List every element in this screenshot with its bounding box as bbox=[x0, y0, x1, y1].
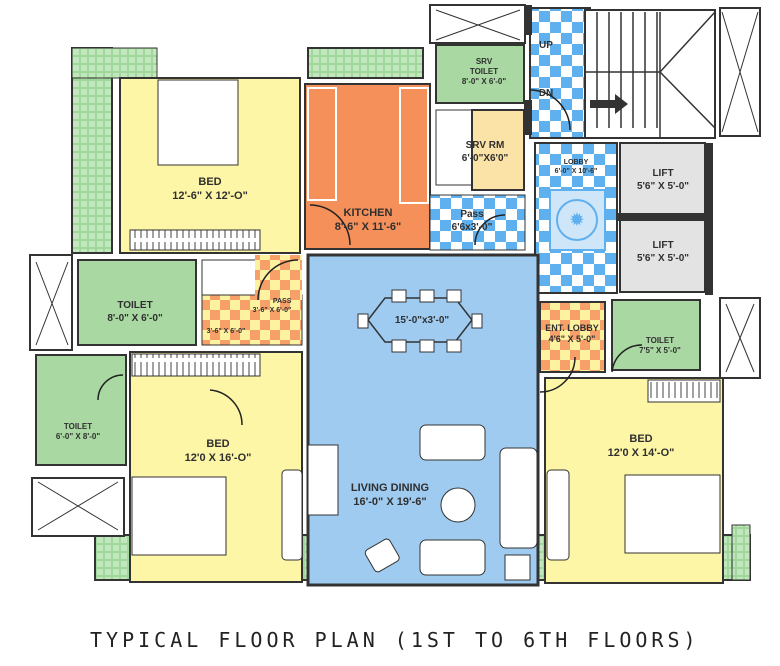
room-dimensions: 8'-0" X 6'-0" bbox=[107, 312, 163, 324]
balcony-bottom-right bbox=[731, 524, 751, 581]
label-lift-1: LIFT 5'6" X 5'-0" bbox=[637, 168, 689, 193]
room-dimensions: 12'-6" X 12'-O" bbox=[172, 189, 248, 202]
balcony-kitchen bbox=[307, 47, 424, 79]
room-name: LIVING DINING bbox=[350, 482, 430, 494]
label-bed-3: BED 12'0 X 14'-O" bbox=[608, 433, 675, 461]
room-name: BED bbox=[629, 433, 653, 445]
room-name: LIFT bbox=[652, 168, 674, 179]
room-dimensions: 3'-6" X 6'-0" bbox=[252, 306, 292, 314]
lift-2 bbox=[619, 219, 706, 293]
svg-text:✹: ✹ bbox=[569, 212, 584, 229]
sofa-right bbox=[499, 447, 538, 549]
stair-arrow-icon bbox=[590, 94, 628, 114]
bed-3-furniture bbox=[624, 474, 721, 554]
room-dimensions: 16'-0" X 19'-6" bbox=[353, 495, 427, 508]
room-name: TOILET bbox=[63, 422, 93, 431]
label-toilet-1: TOILET 8'-0" X 6'-0" bbox=[107, 300, 162, 325]
pass-right bbox=[429, 194, 526, 251]
label-pass-right: Pass 6'6x3'-0" bbox=[452, 209, 493, 234]
label-living-dining: LIVING DINING 16'-0" X 19'-6" bbox=[351, 482, 429, 510]
label-pass-left: PASS 3'-6" X 6'-0" bbox=[253, 298, 292, 316]
label-bed-2: BED 12'0 X 16'-O" bbox=[185, 438, 252, 466]
tv-unit bbox=[307, 444, 339, 516]
label-lobby: LOBBY 6'-0" X 10'-6" bbox=[555, 159, 598, 177]
room-name: SRV TOILET bbox=[469, 57, 499, 76]
staircase bbox=[524, 5, 761, 139]
room-dimensions: 5'6" X 5'-0" bbox=[636, 252, 690, 264]
room-srv-rm bbox=[471, 109, 525, 191]
room-dimensions: 6'-0" X 10'-6" bbox=[554, 167, 598, 175]
room-name: BED bbox=[198, 176, 222, 188]
label-kitchen: KITCHEN 8'-6" X 11'-6" bbox=[335, 207, 401, 235]
room-name: ENT. LOBBY bbox=[545, 323, 599, 333]
pass-closet bbox=[201, 259, 258, 301]
room-name: TOILET bbox=[117, 300, 153, 311]
room-dimensions: 3'-6" X 6'-0" bbox=[206, 328, 246, 335]
room-toilet-3 bbox=[611, 299, 701, 371]
balcony-left-top bbox=[71, 47, 158, 254]
room-dimensions: 5'6" X 5'-0" bbox=[636, 180, 690, 192]
sofa-top bbox=[419, 424, 486, 461]
door-swings bbox=[97, 89, 643, 426]
stair-down-label: DN bbox=[538, 88, 554, 99]
room-name: PASS bbox=[272, 298, 292, 305]
room-srv-toilet bbox=[435, 44, 525, 104]
srv-rm-bed bbox=[435, 109, 477, 186]
kitchen-counter-right bbox=[399, 87, 429, 204]
room-dimensions: 8'-0" X 6'-0" bbox=[461, 77, 507, 86]
wardrobe-2 bbox=[131, 353, 261, 377]
room-name: BED bbox=[206, 438, 230, 450]
label-dining-table: 15'-0"x3'-0" bbox=[395, 315, 449, 328]
room-dimensions: 12'0 X 16'-O" bbox=[184, 451, 252, 464]
label-toilet-2: TOILET 6'-0" X 8'-0" bbox=[56, 422, 100, 442]
ent-lobby bbox=[539, 301, 606, 373]
room-name: KITCHEN bbox=[343, 207, 393, 219]
kitchen-counter-left bbox=[307, 87, 337, 201]
label-srv-toilet: SRV TOILET 8'-0" X 6'-0" bbox=[449, 57, 519, 87]
room-name: LIFT bbox=[652, 240, 674, 251]
room-toilet-2 bbox=[35, 354, 127, 466]
armchair bbox=[364, 538, 400, 573]
room-dimensions: 12'0 X 14'-O" bbox=[607, 446, 675, 459]
bed-2-furniture bbox=[131, 476, 227, 556]
coffee-table bbox=[440, 487, 476, 523]
plan-title: TYPICAL FLOOR PLAN (1ST TO 6TH FLOORS) bbox=[90, 628, 700, 652]
label-srv-rm: SRV RM 6'-0"X6'0" bbox=[462, 140, 508, 165]
room-name: Pass bbox=[460, 209, 484, 220]
side-table bbox=[504, 554, 531, 581]
room-dimensions: 6'-0"X6'0" bbox=[461, 152, 509, 164]
wardrobe-1 bbox=[129, 229, 261, 251]
desk-3 bbox=[546, 469, 570, 561]
stair-up-label: UP bbox=[539, 40, 553, 51]
room-name: LOBBY bbox=[563, 159, 589, 166]
desk-2 bbox=[281, 469, 303, 561]
room-dimensions: 6'6x3'-0" bbox=[451, 221, 493, 233]
room-toilet-1 bbox=[77, 259, 197, 346]
room-dimensions: 7'5" X 5'-0" bbox=[639, 346, 681, 355]
lobby-medallion-icon bbox=[556, 199, 598, 241]
label-ent-lobby: ENT. LOBBY 4'6" X 5'-0" bbox=[545, 323, 599, 346]
label-toilet-3: TOILET 7'5" X 5'-0" bbox=[639, 336, 681, 356]
dining-chairs bbox=[357, 289, 483, 353]
table-dimensions: 15'-0"x3'-0" bbox=[394, 315, 450, 326]
bed-1-furniture bbox=[157, 79, 239, 166]
room-dimensions: 8'-6" X 11'-6" bbox=[334, 220, 402, 233]
room-dimensions: 6'-0" X 8'-0" bbox=[55, 432, 101, 441]
room-name: TOILET bbox=[645, 336, 675, 345]
pass-left bbox=[201, 294, 303, 346]
room-name: SRV RM bbox=[465, 140, 505, 151]
wardrobe-3 bbox=[647, 379, 721, 403]
label-bed-1: BED 12'-6" X 12'-O" bbox=[172, 176, 248, 204]
label-pass-left-extra: 3'-6" X 6'-0" bbox=[207, 328, 246, 337]
label-lift-2: LIFT 5'6" X 5'-0" bbox=[637, 240, 689, 265]
sofa-bottom bbox=[419, 539, 486, 576]
room-dimensions: 4'6" X 5'-0" bbox=[548, 334, 596, 345]
